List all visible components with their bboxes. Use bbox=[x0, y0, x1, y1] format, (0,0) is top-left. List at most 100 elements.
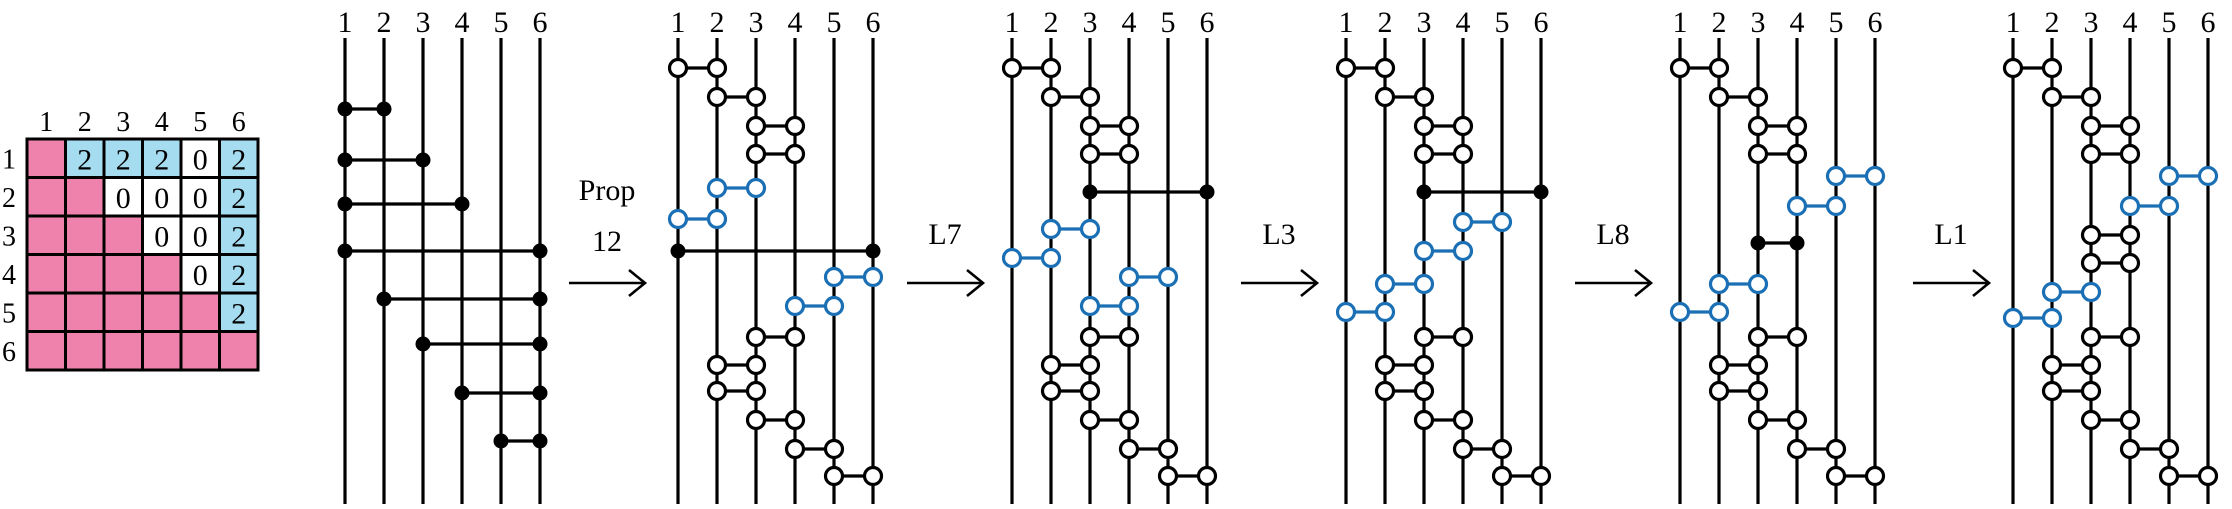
open-node bbox=[1079, 115, 1101, 137]
open-node bbox=[862, 465, 884, 487]
open-node bbox=[1040, 86, 1062, 108]
filled-node bbox=[1750, 235, 1766, 251]
open-node bbox=[1786, 409, 1808, 431]
grid-cell bbox=[25, 214, 67, 256]
grid-row-label: 5 bbox=[2, 298, 16, 329]
grid-cell bbox=[25, 176, 67, 218]
filled-node bbox=[415, 152, 431, 168]
grid-cell bbox=[102, 330, 144, 372]
wire-label: 3 bbox=[416, 6, 431, 39]
blue-node bbox=[2158, 165, 2180, 187]
arrow-head bbox=[1972, 268, 1992, 298]
wire-label: 5 bbox=[2162, 6, 2177, 39]
wire-label: 6 bbox=[1200, 6, 1215, 39]
blue-node bbox=[1079, 218, 1101, 240]
blue-node bbox=[1157, 266, 1179, 288]
filled-node bbox=[532, 243, 548, 259]
filled-node bbox=[1082, 184, 1098, 200]
open-node bbox=[2002, 57, 2024, 79]
wire-label: 2 bbox=[710, 6, 725, 39]
open-node bbox=[745, 326, 767, 348]
wire-label: 2 bbox=[2045, 6, 2060, 39]
wire-label: 2 bbox=[1044, 6, 1059, 39]
open-node bbox=[745, 354, 767, 376]
blue-node bbox=[1491, 211, 1513, 233]
wire-label: 3 bbox=[2084, 6, 2099, 39]
wire-label: 4 bbox=[455, 6, 470, 39]
grid-row-label: 2 bbox=[2, 183, 16, 214]
wire-label: 1 bbox=[1339, 6, 1354, 39]
open-node bbox=[2041, 380, 2063, 402]
arrow-label-line2: 12 bbox=[592, 225, 622, 258]
open-node bbox=[1491, 438, 1513, 460]
filled-node bbox=[493, 433, 509, 449]
filled-node bbox=[1416, 184, 1432, 200]
grid-cell-value: 0 bbox=[154, 182, 169, 215]
blue-node bbox=[667, 208, 689, 230]
arrow-head bbox=[966, 268, 986, 298]
blue-node bbox=[823, 266, 845, 288]
open-node bbox=[1079, 86, 1101, 108]
open-node bbox=[2080, 86, 2102, 108]
blue-node bbox=[1708, 273, 1730, 295]
grid-row-label: 6 bbox=[2, 337, 16, 368]
grid-col-label: 6 bbox=[232, 107, 246, 138]
open-node bbox=[745, 86, 767, 108]
wire-label: 4 bbox=[1122, 6, 1137, 39]
open-node bbox=[1708, 354, 1730, 376]
open-node bbox=[706, 57, 728, 79]
open-node bbox=[1708, 380, 1730, 402]
open-node bbox=[1079, 326, 1101, 348]
open-node bbox=[2119, 143, 2141, 165]
open-node bbox=[2080, 115, 2102, 137]
filled-node bbox=[337, 243, 353, 259]
wire-label: 1 bbox=[671, 6, 686, 39]
wire-label: 3 bbox=[1417, 6, 1432, 39]
grid-cell-value: 0 bbox=[193, 220, 208, 253]
open-node bbox=[1786, 143, 1808, 165]
grid-row-label: 3 bbox=[2, 221, 16, 252]
open-node bbox=[2080, 143, 2102, 165]
blue-node bbox=[1413, 240, 1435, 262]
open-node bbox=[2119, 438, 2141, 460]
grid-cell bbox=[64, 291, 106, 333]
grid-cell bbox=[64, 214, 106, 256]
open-node bbox=[2080, 354, 2102, 376]
open-node bbox=[1079, 409, 1101, 431]
open-node bbox=[745, 409, 767, 431]
wire-label: 2 bbox=[1378, 6, 1393, 39]
open-node bbox=[1747, 354, 1769, 376]
filled-node bbox=[454, 196, 470, 212]
open-node bbox=[784, 409, 806, 431]
filled-node bbox=[337, 196, 353, 212]
wire-label: 4 bbox=[1456, 6, 1471, 39]
wire-label: 2 bbox=[377, 6, 392, 39]
wire-label: 5 bbox=[1161, 6, 1176, 39]
arrow-label: L3 bbox=[1262, 218, 1295, 251]
transition-arrow: L7 bbox=[907, 218, 986, 298]
wire-label: 1 bbox=[1673, 6, 1688, 39]
grid-cell bbox=[141, 253, 183, 295]
grid-row-label: 1 bbox=[2, 144, 16, 175]
open-node bbox=[1374, 57, 1396, 79]
open-node bbox=[1079, 380, 1101, 402]
blue-node bbox=[1786, 195, 1808, 217]
grid-cell bbox=[25, 330, 67, 372]
transition-arrow: L1 bbox=[1913, 218, 1992, 298]
wire-label: 4 bbox=[2123, 6, 2138, 39]
wire-label: 1 bbox=[1005, 6, 1020, 39]
grid-col-label: 1 bbox=[39, 107, 53, 138]
blue-node bbox=[1335, 301, 1357, 323]
blue-node bbox=[1669, 301, 1691, 323]
blue-node bbox=[706, 208, 728, 230]
open-node bbox=[1491, 465, 1513, 487]
open-node bbox=[823, 438, 845, 460]
open-node bbox=[1040, 354, 1062, 376]
blue-node bbox=[2002, 307, 2024, 329]
grid-cell-value: 2 bbox=[231, 143, 246, 176]
